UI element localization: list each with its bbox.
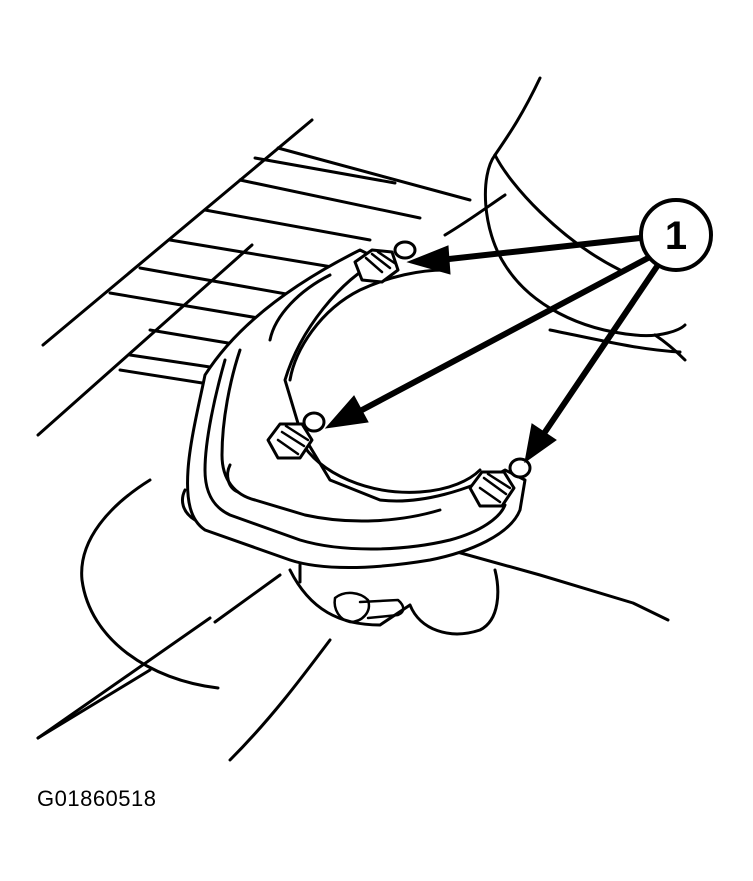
callout-number: 1	[665, 214, 687, 258]
exhaust-flange	[181, 248, 527, 569]
stud-nut-right	[468, 457, 532, 508]
upper-exhaust-pipe	[443, 76, 687, 362]
background-frame-lines	[36, 118, 314, 740]
figure-id-label: G01860518	[37, 786, 157, 811]
arrow-to-right-stud	[542, 259, 663, 435]
stud-nut-top	[353, 240, 417, 284]
lower-bracket	[213, 548, 670, 636]
stud-nut-middle	[266, 411, 326, 460]
arrow-to-middle-stud	[359, 255, 651, 413]
arrow-to-top-stud	[437, 235, 643, 263]
callout-arrows	[324, 235, 663, 464]
lower-pipe	[80, 478, 332, 762]
callout-1: 1	[639, 198, 713, 272]
